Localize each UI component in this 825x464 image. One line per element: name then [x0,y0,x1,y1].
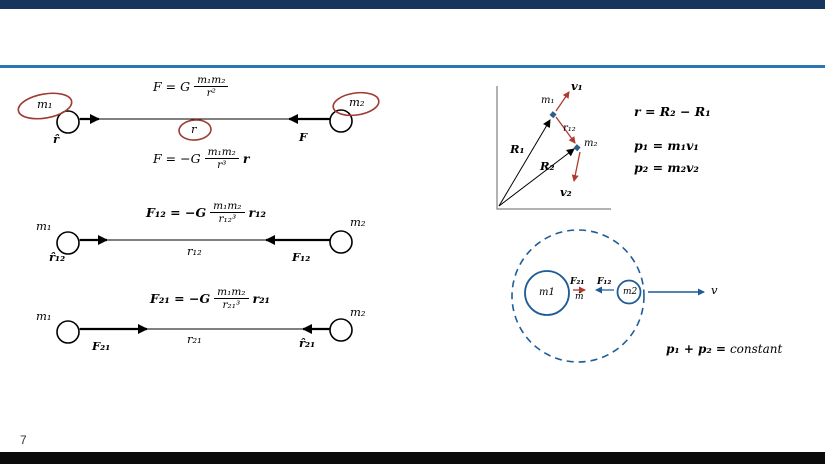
vd-v2-vector [571,151,581,182]
d1-force-label: F [299,130,308,144]
d3-rhat-label: r̂₂₁ [299,336,316,350]
page-number: 7 [20,433,27,447]
d2-m2-label: m₂ [350,215,366,229]
equation-grav-vector: F = −G m₁m₂ r³ r [153,146,250,171]
d1-m1-label: m₁ [37,97,53,111]
d2-mass-m1-circle [56,231,80,255]
vd-m1-label: m₁ [541,95,555,106]
relation-p2: p₂ = m₂v₂ [634,160,699,175]
vd-r12-vector [555,116,576,144]
d3-mass-m2-circle [329,318,353,342]
d3-force-label: F₂₁ [92,339,111,353]
cm-m1-label: m1 [539,287,555,298]
vd-R2-label: R₂ [540,159,555,173]
cm-f21-label: F₂₁ [570,277,585,287]
eq2-pre: F = −G [153,151,201,167]
d1-mass-m1-circle [56,110,80,134]
cm-system-boundary [511,229,645,363]
conservation-lhs: p₁ + p₂ = [666,342,726,356]
d1-rhat-label: r̂ [53,132,60,146]
eq3-fraction: m₁m₂ r₁₂³ [210,200,245,225]
eq1-fraction: m₁m₂ r² [194,74,229,99]
d1-m1-red-highlight [17,92,73,120]
top-title-bar [0,0,825,9]
vd-R2-vector [498,148,575,207]
eq1-pre: F = G [153,79,191,95]
vd-axes [496,86,611,210]
cm-mass-m1-circle [524,270,570,316]
vd-v2-label: v₂ [560,185,572,199]
d2-m1-label: m₁ [36,219,52,233]
vd-m1-point [549,111,557,119]
d3-m2-label: m₂ [350,305,366,319]
equation-f12: F₁₂ = −G m₁m₂ r₁₂³ r₁₂ [146,200,266,225]
d2-r-label: r₁₂ [187,244,202,258]
d1-r-label: r [191,122,197,136]
d1-m2-red-highlight [332,91,380,117]
cm-mbar-label: m̄ [575,292,584,302]
eq3-post: r₁₂ [248,205,267,221]
cm-mass-m2-circle [616,279,642,305]
equation-grav-scalar: F = G m₁m₂ r² [153,74,232,99]
vd-r12-label: r₁₂ [563,123,576,134]
equation-f21: F₂₁ = −G m₁m₂ r₂₁³ r₂₁ [150,286,270,311]
cm-velocity-label: v [711,283,718,297]
conservation-rhs: constant [729,342,783,356]
header-rule [0,65,825,68]
eq4-fraction: m₁m₂ r₂₁³ [214,286,249,311]
vd-m2-label: m₂ [584,138,598,149]
relation-r: r = R₂ − R₁ [634,104,711,119]
d1-r-red-highlight [178,119,212,141]
vd-m2-point [573,144,581,152]
bottom-bar [0,452,825,464]
eq4-pre: F₂₁ = −G [150,291,211,307]
eq3-pre: F₁₂ = −G [146,205,207,221]
d3-r-label: r₂₁ [187,332,202,346]
vd-R1-vector [498,119,551,207]
d3-m1-label: m₁ [36,309,52,323]
d2-force-label: F₁₂ [292,250,311,264]
vd-R1-label: R₁ [510,142,525,156]
eq2-post: r [242,151,250,167]
vd-v1-vector [555,91,570,112]
cm-m2-label: m2 [623,287,638,297]
equation-conservation: p₁ + p₂ = constant [666,342,782,356]
d1-m2-label: m₂ [349,95,365,109]
eq2-fraction: m₁m₂ r³ [204,146,239,171]
relation-p1: p₁ = m₁v₁ [634,138,699,153]
vd-v1-label: v₁ [571,79,583,93]
eq4-post: r₂₁ [252,291,271,307]
cm-f12-label: F₁₂ [597,277,612,287]
d2-mass-m2-circle [329,230,353,254]
d2-rhat-label: r̂₁₂ [49,250,66,264]
d3-mass-m1-circle [56,320,80,344]
